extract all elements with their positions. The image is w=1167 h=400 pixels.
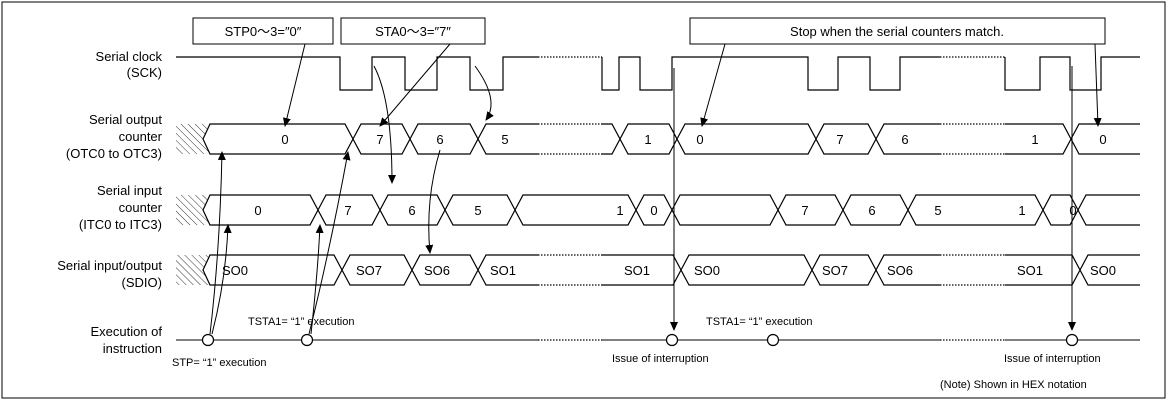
otc-value: 0 [281,132,288,147]
annotation-note: (Note) Shown in HEX notation [940,379,1087,391]
svg-text:Serial input: Serial input [97,183,162,198]
otc-value: 6 [436,132,443,147]
arrow [373,65,396,184]
annotation-stp-exec: STP= “1” execution [172,357,266,369]
event-interrupt-2 [1065,333,1079,347]
svg-text:counter: counter [119,129,163,144]
otc-values: 0 7 6 5 1 0 7 6 1 0 [281,132,1106,147]
otc-bus [202,123,1140,155]
arrow [379,43,451,127]
itc-value: 7 [801,203,808,218]
execution-events [201,333,1079,347]
arrow [700,43,726,127]
svg-text:counter: counter [119,200,163,215]
arrow [1093,43,1102,127]
otc-value: 6 [901,132,908,147]
svg-text:(OTC0 to OTC3): (OTC0 to OTC3) [66,146,162,161]
otc-value: 0 [696,132,703,147]
itc-value: 1 [616,203,623,218]
hatch-blocks [176,124,210,285]
arrow [283,43,306,127]
svg-text:(ITC0 to ITC3): (ITC0 to ITC3) [79,217,162,232]
sdio-value: SO0 [1090,263,1116,278]
itc-value: 6 [408,203,415,218]
sdio-value: SO1 [624,263,650,278]
svg-text:Serial output: Serial output [89,112,162,127]
sdio-value: SO1 [490,263,516,278]
itc-value: 7 [344,203,351,218]
arrow [474,65,494,121]
itc-value: 1 [1018,203,1025,218]
svg-text:(SCK): (SCK) [127,65,162,80]
annotation-interrupt-1: Issue of interruption [612,353,709,365]
svg-text:instruction: instruction [103,341,162,356]
sdio-bus [202,254,1140,286]
itc-value: 5 [474,203,481,218]
label-serial-clock: Serial clock (SCK) [96,49,163,80]
svg-text:Execution of: Execution of [90,324,162,339]
sdio-value: SO6 [887,263,913,278]
arrow [209,151,226,335]
sdio-value: SO1 [1017,263,1043,278]
svg-text:STP0～3=″0″: STP0～3=″0″ [225,24,302,39]
svg-text:Stop when the serial counters: Stop when the serial counters match. [790,24,1004,39]
otc-value: 7 [376,132,383,147]
event-interrupt-1 [665,333,679,347]
svg-text:Serial clock: Serial clock [96,49,163,64]
itc-value: 0 [1069,203,1076,218]
callout-sta: STA0～3=″7″ [340,17,486,45]
event-tsta-2 [766,333,780,347]
sdio-value: SO0 [694,263,720,278]
event-stp [201,333,215,347]
itc-value: 0 [650,203,657,218]
itc-value: 6 [868,203,875,218]
label-serial-io: Serial input/output (SDIO) [57,258,162,290]
sdio-value: SO0 [222,263,248,278]
otc-value: 1 [644,132,651,147]
label-serial-output-counter: Serial output counter (OTC0 to OTC3) [66,112,163,161]
svg-text:STA0～3=″7″: STA0～3=″7″ [375,24,451,39]
sdio-value: SO7 [356,263,382,278]
itc-value: 0 [254,203,261,218]
arrow [310,224,324,335]
otc-value: 5 [501,132,508,147]
sdio-values: SO0 SO7 SO6 SO1 SO1 SO0 SO7 SO6 SO1 SO0 [222,263,1116,278]
sdio-value: SO7 [822,263,848,278]
arrows [209,43,1102,335]
annotation-tsta-1: TSTA1= “1” execution [248,316,354,328]
otc-value: 1 [1031,132,1038,147]
annotation-interrupt-2: Issue of interruption [1004,353,1101,365]
sdio-value: SO6 [424,263,450,278]
svg-text:Serial input/output: Serial input/output [57,258,162,273]
event-tsta-1 [300,333,314,347]
sck-waveform [176,56,1140,91]
callout-stp: STP0～3=″0″ [192,17,334,45]
arrow [211,224,232,335]
annotation-tsta-2: TSTA1= “1” execution [706,316,812,328]
label-serial-input-counter: Serial input counter (ITC0 to ITC3) [79,183,163,232]
otc-value: 7 [836,132,843,147]
arrow [425,149,441,254]
itc-values: 0 7 6 5 1 0 7 6 5 1 0 [254,203,1076,218]
callout-stop: Stop when the serial counters match. [689,17,1106,45]
itc-bus [202,194,1140,226]
label-execution: Execution of instruction [90,324,162,356]
arrow [308,151,351,335]
itc-value: 5 [934,203,941,218]
otc-value: 0 [1099,132,1106,147]
svg-text:(SDIO): (SDIO) [122,275,162,290]
